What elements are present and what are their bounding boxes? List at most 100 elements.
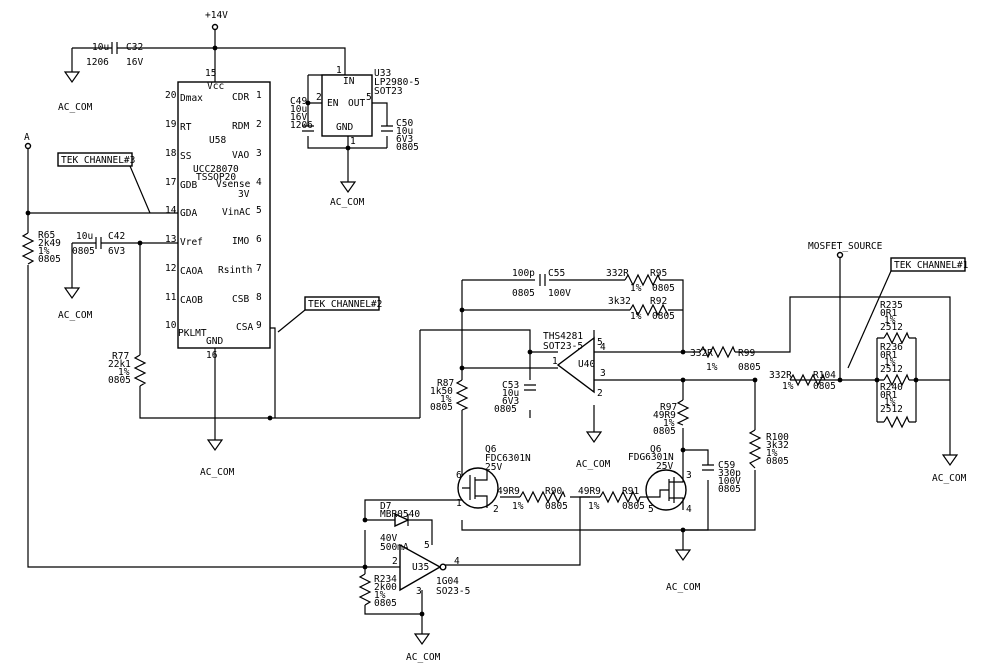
svg-text:R87: R87 <box>437 378 454 389</box>
u35-part: 1G04 <box>436 576 459 587</box>
svg-text:5: 5 <box>366 92 372 103</box>
svg-text:AC_COM: AC_COM <box>932 473 967 484</box>
svg-text:R65: R65 <box>38 230 55 241</box>
svg-text:TEK CHANNEL#1: TEK CHANNEL#1 <box>894 260 969 271</box>
svg-text:1%: 1% <box>630 311 642 322</box>
svg-text:1%: 1% <box>663 418 675 429</box>
mosfet-q6-a: Q6 FDC6301N 25V 6 1 2 <box>456 444 531 515</box>
svg-text:2512: 2512 <box>880 404 903 415</box>
svg-text:332R: 332R <box>769 370 792 381</box>
svg-text:1%: 1% <box>706 362 718 373</box>
svg-text:0805: 0805 <box>766 456 789 467</box>
svg-text:40V: 40V <box>380 533 397 544</box>
svg-text:3: 3 <box>416 586 422 597</box>
svg-text:R234: R234 <box>374 574 397 585</box>
svg-text:EN: EN <box>327 98 339 109</box>
callout-tek-channel-1: TEK CHANNEL#1 <box>847 257 969 369</box>
svg-text:0805: 0805 <box>494 404 517 415</box>
ground-symbol: AC_COM <box>58 71 93 113</box>
svg-text:R99: R99 <box>738 348 755 359</box>
svg-text:3: 3 <box>600 368 606 379</box>
svg-text:6V3: 6V3 <box>502 396 519 407</box>
svg-text:6: 6 <box>456 470 462 481</box>
svg-text:1: 1 <box>552 356 558 367</box>
svg-text:1%: 1% <box>512 501 524 512</box>
svg-text:R240: R240 <box>880 382 903 393</box>
svg-text:19: 19 <box>165 119 177 130</box>
net-a: A <box>24 132 32 150</box>
svg-text:6: 6 <box>256 234 262 245</box>
svg-text:FDC6301N: FDC6301N <box>485 453 531 464</box>
svg-text:10u: 10u <box>502 388 519 399</box>
svg-text:2: 2 <box>493 504 499 515</box>
ground-symbol: AC_COM <box>200 439 235 478</box>
svg-text:0805: 0805 <box>396 142 419 153</box>
svg-text:500mA: 500mA <box>380 542 409 553</box>
supply-net: +14V <box>205 10 228 31</box>
svg-text:Rsinth: Rsinth <box>218 265 252 276</box>
svg-text:22k1: 22k1 <box>108 359 131 370</box>
svg-text:10u: 10u <box>396 126 413 137</box>
junction-dots <box>25 45 919 617</box>
svg-text:CAOB: CAOB <box>180 295 203 306</box>
svg-text:AC_COM: AC_COM <box>200 467 235 478</box>
svg-text:2k49: 2k49 <box>38 238 61 249</box>
svg-text:1k50: 1k50 <box>430 386 453 397</box>
svg-text:VAO: VAO <box>232 150 249 161</box>
svg-text:49R9: 49R9 <box>653 410 676 421</box>
svg-text:C53: C53 <box>502 380 519 391</box>
mosfet-q6-b: Q6 FDG6301N 25V 3 4 5 <box>628 444 692 515</box>
svg-text:0805: 0805 <box>738 362 761 373</box>
svg-text:15: 15 <box>205 68 216 79</box>
svg-text:0805: 0805 <box>813 381 836 392</box>
svg-text:12: 12 <box>165 263 176 274</box>
svg-text:18: 18 <box>165 148 177 159</box>
svg-text:R95: R95 <box>650 268 667 279</box>
svg-text:AC_COM: AC_COM <box>406 652 441 663</box>
svg-text:1%: 1% <box>38 246 50 257</box>
svg-text:IN: IN <box>343 76 355 87</box>
svg-text:R91: R91 <box>622 486 639 497</box>
svg-text:1%: 1% <box>630 283 642 294</box>
svg-text:1: 1 <box>336 65 342 76</box>
svg-text:0805: 0805 <box>545 501 568 512</box>
svg-text:1%: 1% <box>766 448 778 459</box>
svg-text:CSB: CSB <box>232 294 249 305</box>
diode-d7: D7 MBR0540 40V 500mA <box>380 501 420 553</box>
ground-symbols: AC_COM AC_COM AC_COM AC_COM AC_COM AC_CO… <box>58 71 967 663</box>
u58-part: UCC28070 <box>193 164 239 175</box>
svg-text:OUT: OUT <box>348 98 365 109</box>
svg-text:5: 5 <box>597 337 603 348</box>
svg-text:1: 1 <box>350 136 356 147</box>
svg-text:PKLMT: PKLMT <box>178 328 207 339</box>
ground-symbol: AC_COM <box>666 549 701 593</box>
svg-text:4: 4 <box>454 556 460 567</box>
net-a-label: A <box>24 132 30 143</box>
svg-text:3V: 3V <box>238 189 250 200</box>
svg-text:4: 4 <box>600 342 606 353</box>
svg-text:R100: R100 <box>766 432 789 443</box>
svg-text:R77: R77 <box>112 351 129 362</box>
svg-text:D7: D7 <box>380 501 391 512</box>
ground-symbol: AC_COM <box>58 287 93 321</box>
svg-text:5: 5 <box>424 540 430 551</box>
svg-text:C32: C32 <box>126 42 143 53</box>
svg-text:1206: 1206 <box>290 120 313 131</box>
svg-text:0R1: 0R1 <box>880 390 897 401</box>
svg-text:332R: 332R <box>690 348 713 359</box>
svg-text:R92: R92 <box>650 296 667 307</box>
svg-text:R236: R236 <box>880 342 903 353</box>
svg-text:AC_COM: AC_COM <box>330 197 365 208</box>
svg-text:0805: 0805 <box>38 254 61 265</box>
svg-text:SS: SS <box>180 151 192 162</box>
